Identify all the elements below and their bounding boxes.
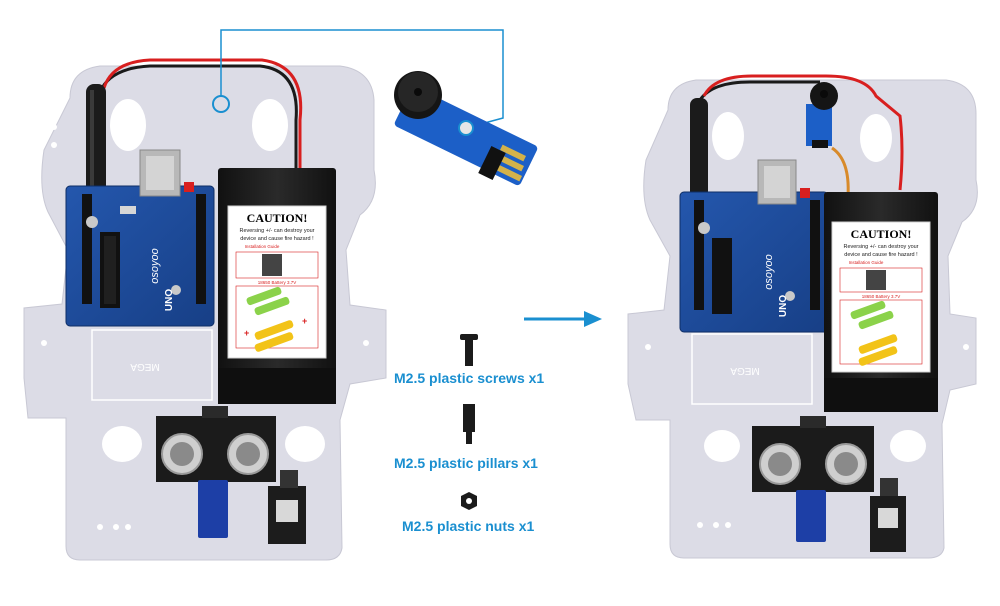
caution-install-title: Installation Guide: [245, 244, 280, 249]
ultrasonic-sensor-before: [156, 406, 276, 482]
caution-warning-line1: Reversing +/- can destroy your: [239, 228, 314, 234]
caution-warning-line1-after: Reversing +/- can destroy your: [843, 244, 918, 250]
caution-warning-line2-after: device and cause fire hazard !: [844, 252, 918, 258]
caution-battery-title: 18650 Battery 3.7V: [258, 280, 297, 285]
connection-guide-line: [220, 29, 504, 129]
chassis-hole: [285, 426, 325, 462]
arduino-board-before: osoyoo UNO: [65, 149, 215, 327]
mega-silkscreen-after: MEGA: [730, 365, 760, 376]
caution-title: CAUTION!: [247, 211, 308, 225]
tracking-module-before: [268, 470, 306, 544]
svg-text:+: +: [244, 328, 249, 338]
wire-red: [102, 58, 303, 170]
arduino-board-after: osoyoo UNO: [679, 159, 829, 333]
chassis-hole: [252, 99, 288, 151]
arrow-right-icon: [524, 311, 602, 327]
buzzer-module-mounted: [806, 82, 838, 148]
chassis-hole: [110, 99, 146, 151]
board-model: UNO: [164, 289, 175, 311]
screws-label: M2.5 plastic screws x1: [394, 370, 545, 386]
board-brand: osoyoo: [149, 248, 161, 283]
battery-box-before: CAUTION! Reversing +/- can destroy your …: [218, 168, 336, 404]
buzzer-mount-hole: [458, 120, 474, 136]
pillars-label: M2.5 plastic pillars x1: [394, 455, 538, 471]
board-brand-after: osoyoo: [763, 254, 775, 289]
buzzer-module: [394, 71, 538, 186]
caution-install-title-after: Installation Guide: [849, 260, 884, 265]
caution-warning-line2: device and cause fire hazard !: [240, 236, 314, 242]
servo-motor-after: [796, 490, 826, 542]
board-model-after: UNO: [778, 295, 789, 317]
wire-black: [98, 64, 298, 170]
caution-title-after: CAUTION!: [851, 227, 912, 241]
tracking-module-after: [870, 478, 906, 552]
battery-box-after: CAUTION! Reversing +/- can destroy your …: [824, 192, 938, 412]
mega-silkscreen: MEGA: [130, 361, 160, 372]
nuts-label: M2.5 plastic nuts x1: [402, 518, 535, 534]
caution-battery-title-after: 18650 Battery 3.7V: [862, 294, 901, 299]
mount-hole-marker: [212, 95, 230, 113]
chassis-hole: [102, 426, 142, 462]
servo-motor-before: [198, 480, 228, 538]
ultrasonic-sensor-after: [752, 416, 874, 492]
screw-icon: [460, 334, 478, 366]
pillar-icon: [463, 404, 475, 444]
svg-text:+: +: [302, 316, 307, 326]
dc-barrel-plug: [86, 84, 106, 194]
